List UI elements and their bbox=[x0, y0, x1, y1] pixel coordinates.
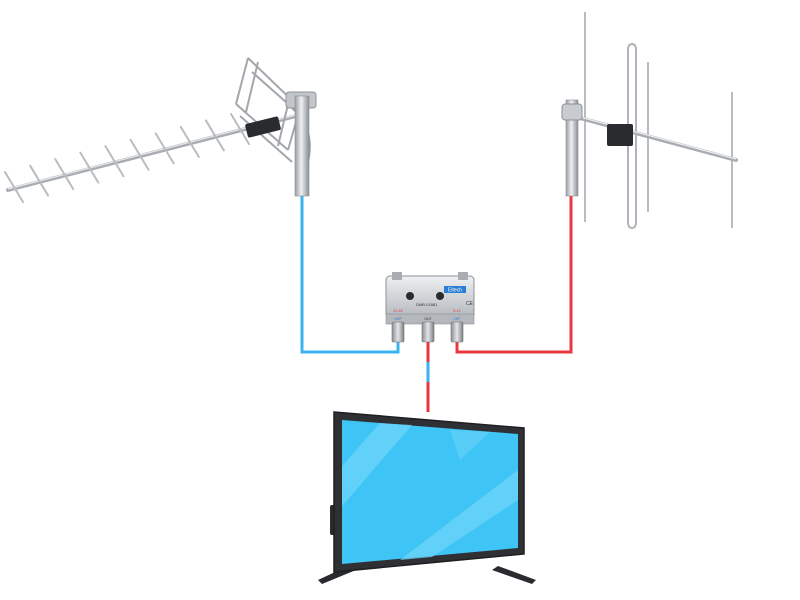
port-right-channels: 5-12 bbox=[453, 309, 460, 313]
yagi-director-element bbox=[179, 125, 200, 158]
port-right-label: VHF bbox=[453, 317, 461, 321]
connector-uhf bbox=[391, 321, 405, 343]
yagi-director-element bbox=[154, 132, 175, 165]
combiner-icon: Eltech DMB-01881 CE 21-69 UHF OUT 5-12 V… bbox=[385, 272, 475, 343]
yagi-director-element bbox=[230, 113, 250, 145]
connector-vhf bbox=[450, 321, 464, 343]
port-center-label: OUT bbox=[424, 317, 432, 321]
yagi-director-element bbox=[104, 145, 125, 178]
yagi-director-element bbox=[204, 119, 225, 152]
yagi-antenna-icon bbox=[4, 57, 317, 203]
model-label: DMB-01881 bbox=[416, 302, 438, 307]
ce-mark: CE bbox=[466, 301, 474, 307]
uhf-cable bbox=[300, 195, 400, 354]
port-left-channels: 21-69 bbox=[393, 309, 402, 313]
brand-badge bbox=[444, 286, 466, 293]
yagi-director-element bbox=[29, 164, 50, 197]
connector-out bbox=[421, 321, 435, 343]
vhf-cable bbox=[455, 195, 573, 354]
yagi-director-element bbox=[4, 171, 24, 203]
yagi-director-element bbox=[54, 158, 75, 191]
tv-icon bbox=[318, 411, 536, 584]
cables bbox=[300, 195, 573, 412]
yagi-director-element bbox=[129, 138, 150, 171]
brand-label: Eltech bbox=[448, 288, 462, 294]
port-left-label: UHF bbox=[394, 317, 402, 321]
yagi-director-element bbox=[79, 151, 100, 184]
dipole-antenna-icon bbox=[561, 12, 738, 230]
